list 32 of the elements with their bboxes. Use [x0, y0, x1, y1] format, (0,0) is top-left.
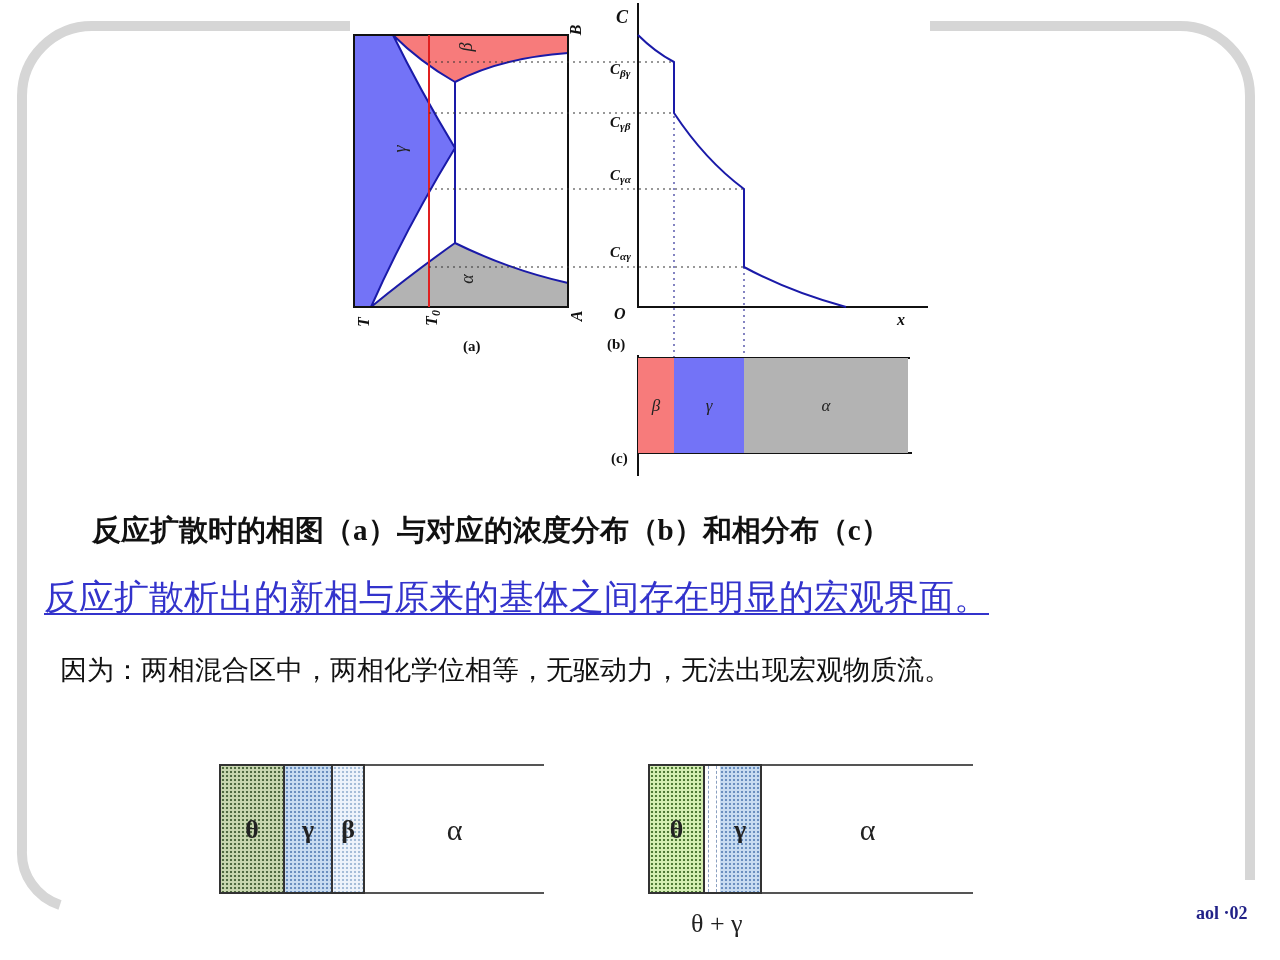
phase-label: β — [457, 42, 476, 52]
axis-label: O — [614, 306, 626, 322]
phase-layer: γ — [720, 764, 762, 894]
panel-label: (a) — [463, 339, 481, 354]
phase-label: α — [457, 274, 476, 284]
matrix-region: α — [762, 764, 973, 894]
axis-label: x — [897, 312, 905, 328]
concentration-label: C$_{βγ}$ — [610, 62, 631, 77]
panel-label: (b) — [607, 337, 626, 352]
axis-label: A — [569, 310, 586, 322]
statement-text: 反应扩散析出的新相与原来的基体之间存在明显的宏观界面。 — [44, 580, 989, 615]
phase-band: α — [744, 358, 908, 453]
concentration-label: C$_{γα}$ — [610, 168, 631, 183]
slide-number: aol ·02 — [1196, 904, 1248, 922]
axis-label: B — [568, 24, 585, 36]
zone-label: θ + γ — [691, 908, 743, 940]
matrix-region: α — [365, 764, 544, 894]
phase-band: γ — [674, 358, 744, 453]
figure-caption: 反应扩散时的相图（a）与对应的浓度分布（b）和相分布（c） — [92, 513, 890, 548]
phase-layer: γ — [285, 764, 333, 894]
axis-label: C — [616, 8, 628, 26]
phase-layer: θ — [219, 764, 285, 894]
concentration-label: C$_{γβ}$ — [610, 115, 631, 130]
phase-label: γ — [390, 145, 409, 153]
concentration-label: C$_{αγ}$ — [610, 245, 631, 260]
phase-layer: θ — [648, 764, 705, 894]
explanation-text: 因为：两相混合区中，两相化学位相等，无驱动力，无法出现宏观物质流。 — [60, 656, 951, 683]
axis-label: T — [355, 317, 372, 327]
panel-label: (c) — [611, 451, 628, 466]
two-phase-zone — [705, 764, 720, 894]
phase-layer: β — [333, 764, 365, 894]
phase-band: β — [638, 358, 674, 453]
